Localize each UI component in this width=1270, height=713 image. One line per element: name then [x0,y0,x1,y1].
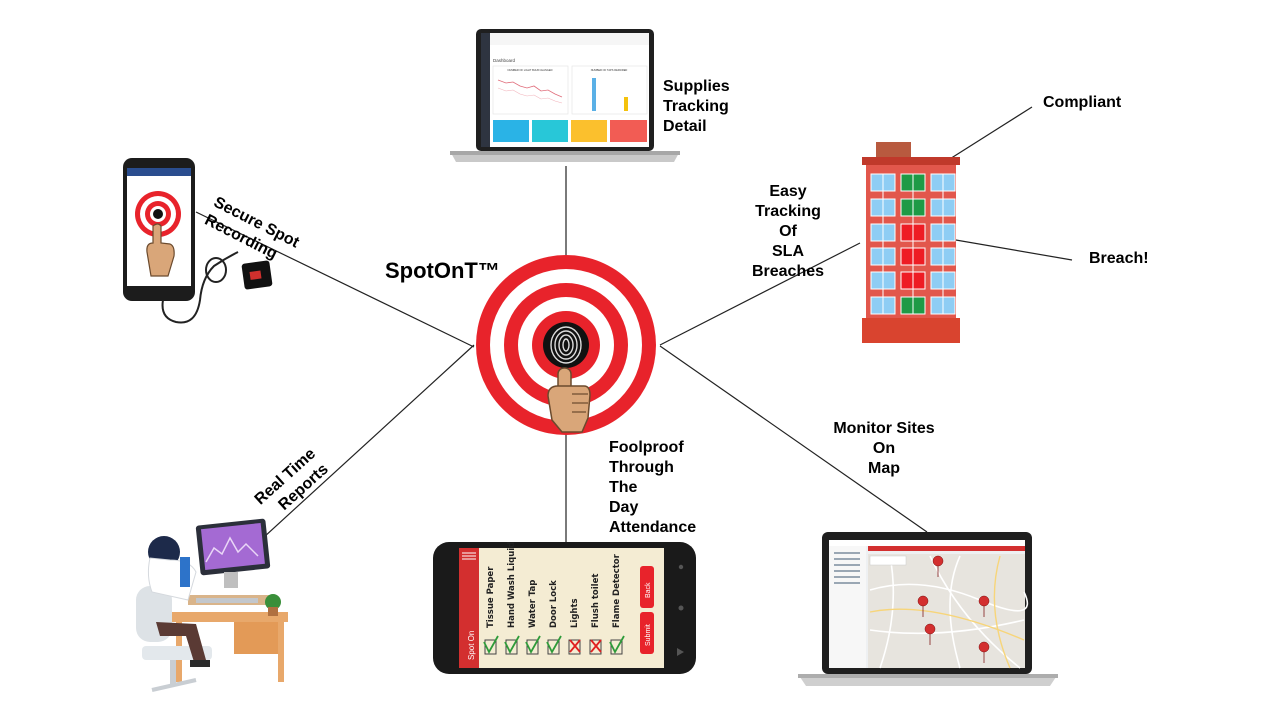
checklist-item-label: Lights [570,598,580,628]
checklist-phone: Spot On Tissue Paper Hand Wash Liquid Wate… [433,542,696,674]
checklist-checkbox[interactable] [568,639,581,655]
check-mark-icon [525,635,541,654]
label-breach: Breach! [1089,250,1149,267]
label-line: Map [868,460,900,477]
label-line: SLA [772,243,804,260]
label-line: Monitor Sites [833,420,935,437]
label-line: Through [609,459,674,476]
line-to-map-laptop [659,345,928,533]
checklist-app-name: Spot On [467,631,476,660]
checklist-items: Tissue Paper Hand Wash Liquid Water Tap Doo… [483,542,625,655]
label-monitor-sites: Monitor Sites On Map [822,419,946,479]
center-target-icon [476,255,656,435]
label-supplies-tracking: Supplies Tracking Detail [663,77,730,137]
checklist-checkbox[interactable] [505,639,518,655]
dashboard-laptop: Dashboard NUMBER OF LIGHT BULB CHANGED N… [450,29,680,162]
cross-mark-icon [590,639,602,653]
label-line: Breaches [751,263,825,280]
label-line: Day [609,499,639,516]
label-foolproof: Foolproof Through The Day Attendance [609,438,696,538]
checklist-checkbox[interactable] [589,639,602,655]
label-line: Tracking [755,203,821,220]
checklist-item-label: Door Lock [549,580,559,628]
label-line: Of [779,223,797,240]
back-button-label: Back [645,582,652,598]
submit-button[interactable] [640,612,654,654]
desk-worker-icon [136,518,288,692]
label-line: Tracking [663,98,729,115]
dashboard-chart1-title: NUMBER OF LIGHT BULB CHANGED [507,68,552,72]
label-line: Easy [769,183,807,200]
dashboard-title: Dashboard [493,58,516,63]
label-line: Detail [663,118,707,135]
checklist-checkbox[interactable] [547,639,560,655]
label-line: The [609,479,638,496]
check-mark-icon [483,635,499,654]
submit-button-label: Submit [645,624,652,646]
product-title: SpotOnT™ [385,258,500,283]
back-button[interactable] [640,566,654,608]
line-to-desk [251,344,475,549]
checklist-item-label: Hand Wash Liquid [507,542,517,628]
fingerprint-icon [550,326,582,364]
checklist-checkbox[interactable] [526,639,539,655]
line-to-building [659,242,861,346]
dashboard-chart2-title: NUMBER OF TAPS REPAIRED [591,68,628,72]
cross-mark-icon [569,639,581,653]
checklist-checkbox[interactable] [610,639,623,655]
check-mark-icon [504,635,520,654]
checklist-item-label: Water Tap [528,580,538,628]
checklist-item-label: Flame Detector [612,553,622,628]
label-sla-breaches: Easy Tracking Of SLA Breaches [738,182,838,282]
recording-phone [123,158,273,324]
checklist-item-label: Flush toilet [591,574,601,628]
hand-icon [547,367,591,433]
map-pin-icons [917,555,990,664]
check-mark-icon [609,635,625,654]
line-to-phone [195,211,475,348]
label-compliant: Compliant [1043,94,1122,111]
label-line: On [872,440,896,457]
check-mark-icon [546,635,562,654]
checklist-checkbox[interactable] [484,639,497,655]
building-icon [862,142,960,343]
label-line: Supplies [663,78,730,95]
map-laptop [798,532,1058,686]
label-line: Attendance [609,519,697,536]
checklist-item-label: Tissue Paper [486,566,496,628]
label-line: Foolproof [609,439,684,456]
